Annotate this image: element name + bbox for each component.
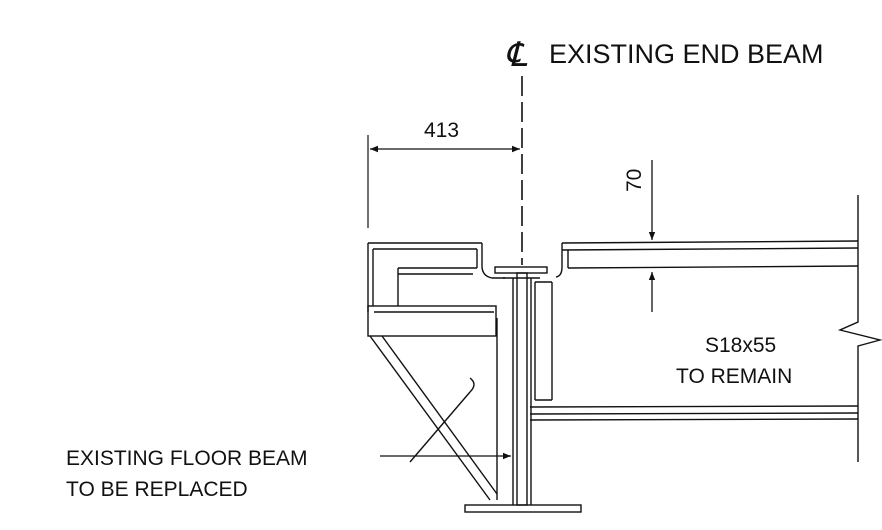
title-text: EXISTING END BEAM — [549, 39, 824, 69]
floor-beam-label-line2: TO BE REPLACED — [66, 478, 248, 501]
break-line — [837, 195, 882, 462]
beam-label-line2: TO REMAIN — [676, 365, 792, 388]
end-beam-section — [464, 266, 582, 513]
floor-beam-label-line1: EXISTING FLOOR BEAM — [66, 447, 308, 470]
floor-beam-bracket — [367, 242, 505, 501]
dimension-vertical-label: 70 — [623, 169, 646, 192]
centerline-symbol: ℄ — [505, 37, 528, 74]
dimension-horizontal-label: 413 — [424, 119, 459, 142]
beam-label-line1: S18x55 — [705, 334, 776, 357]
beam-s18x55 — [529, 240, 859, 421]
